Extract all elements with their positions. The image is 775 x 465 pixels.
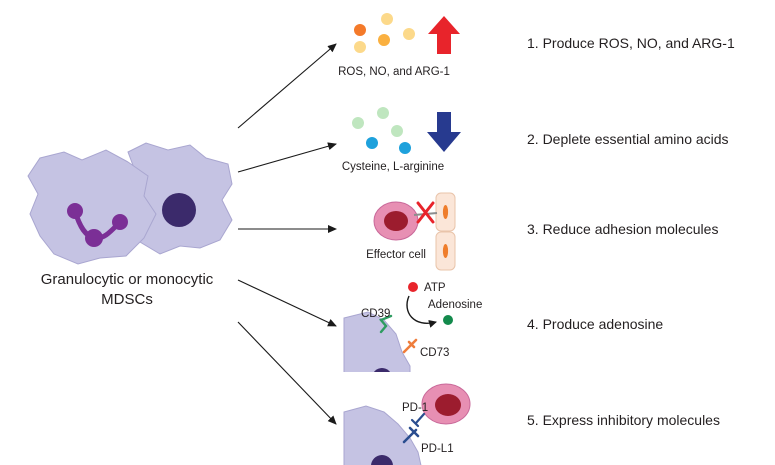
endothelial-cells (435, 192, 456, 271)
mdsc-cells (27, 142, 233, 265)
granulocytic-nucleus (67, 203, 128, 247)
block-x-icon (416, 201, 435, 224)
effector-cell (373, 201, 419, 241)
circular-arrow-icon (406, 295, 437, 328)
granulocytic-mdsc-cell (27, 149, 157, 265)
amino-acid-particles (352, 107, 411, 154)
cd73-receptor (402, 338, 418, 354)
arrow-to-amino-acids (237, 142, 337, 173)
cd73-label: CD73 (420, 347, 449, 359)
atp-molecule (408, 282, 418, 292)
pd1-label: PD-1 (402, 402, 428, 414)
monocytic-nucleus (162, 193, 196, 227)
amino-acid-label: Cysteine, L-arginine (342, 161, 444, 173)
cd39-receptor (379, 314, 393, 334)
pdl1-receptor (402, 426, 420, 444)
step-4-text: 4. Produce adenosine (527, 316, 663, 332)
inhibitory-mdsc-cell (343, 405, 422, 465)
step-5-text: 5. Express inhibitory molecules (527, 412, 720, 428)
step-3-text: 3. Reduce adhesion molecules (527, 221, 718, 237)
pathway-arrows (237, 43, 337, 425)
step-2-text: 2. Deplete essential amino acids (527, 131, 729, 147)
pd1-receptor (410, 412, 426, 428)
arrow-to-adenosine (237, 279, 337, 327)
step-1-text: 1. Produce ROS, NO, and ARG-1 (527, 35, 735, 51)
adenosine-molecule (443, 315, 453, 325)
effector-cell-label: Effector cell (366, 249, 426, 261)
adenosine-mdsc-cell (343, 311, 411, 372)
atp-label: ATP (424, 282, 446, 294)
down-arrow-icon (427, 112, 461, 152)
arrow-to-ros (237, 43, 337, 129)
ros-label: ROS, NO, and ARG-1 (338, 66, 450, 78)
adenosine-label: Adenosine (428, 299, 482, 311)
pd1-t-cell (421, 383, 471, 425)
mdsc-label-line1: Granulocytic or monocytic (41, 271, 214, 288)
pdl1-label: PD-L1 (421, 443, 454, 455)
mdsc-label-line2: MDSCs (101, 291, 153, 308)
arrow-to-inhibitory (237, 321, 337, 425)
ros-particles (354, 13, 415, 53)
up-arrow-icon (428, 16, 460, 54)
cd39-label: CD39 (361, 308, 390, 320)
